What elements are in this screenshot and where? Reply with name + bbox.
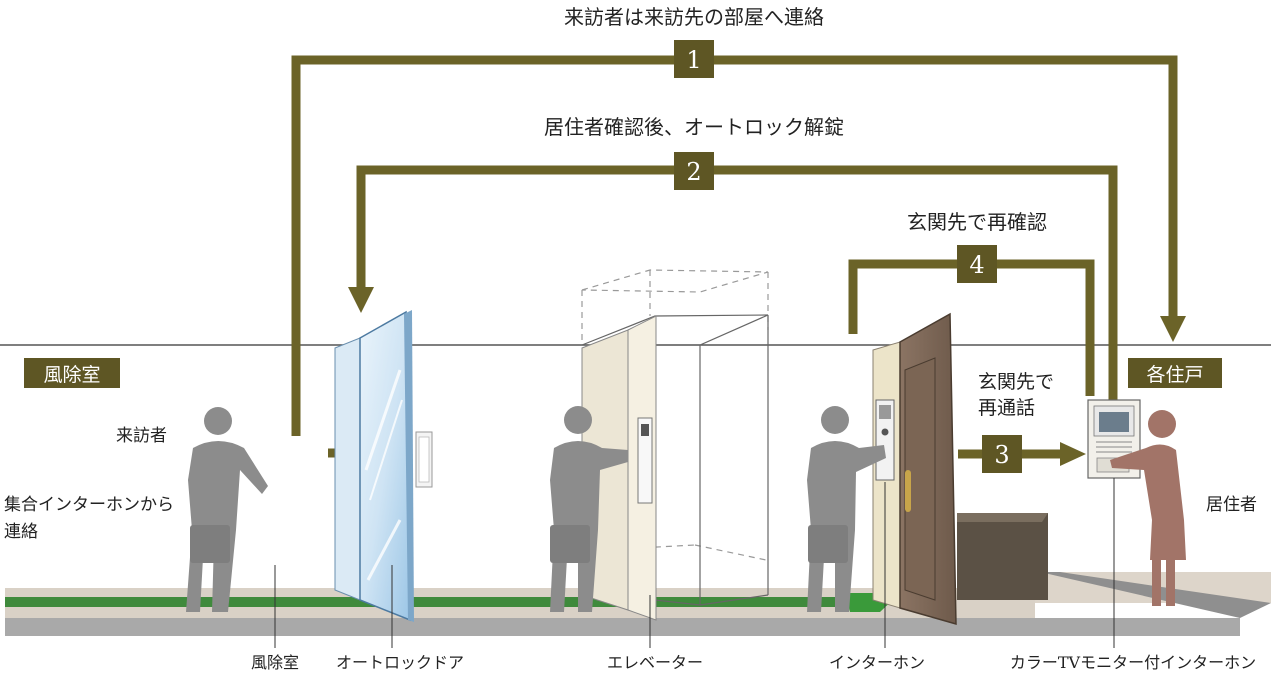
- elevator-visitor-figure: [550, 406, 628, 612]
- step3-label-line2: 再通話: [978, 397, 1035, 419]
- step4-label: 玄関先で再確認: [907, 210, 1047, 234]
- step4-number: 4: [969, 251, 984, 279]
- step1-connector: [291, 55, 1186, 436]
- visitor-label: 来訪者: [116, 426, 167, 446]
- bottom-label-autolock-door: オートロックドア: [336, 653, 464, 672]
- visitor-action-line2: 連絡: [4, 522, 38, 542]
- zone-tag-dwelling-label: 各住戸: [1146, 364, 1203, 386]
- door-handle: [905, 470, 911, 512]
- resident-figure: [1110, 410, 1186, 606]
- resident-label: 居住者: [1206, 495, 1257, 515]
- elevator: [581, 269, 769, 621]
- step2-number: 2: [686, 158, 701, 186]
- bottom-label-intercom: インターホン: [829, 653, 925, 672]
- bottom-label-monitor-intercom: カラーTVモニター付インターホン: [1010, 653, 1256, 672]
- step1-badge: 1: [674, 40, 714, 78]
- step3-badge: 3: [982, 435, 1022, 473]
- step2-connector: [348, 165, 1118, 400]
- callout-leaders: [274, 478, 1115, 648]
- step4-badge: 4: [957, 245, 997, 283]
- zone-tag-vestibule: 風除室: [24, 358, 120, 388]
- autolock-door: [334, 310, 433, 622]
- visitor-action-line1: 集合インターホンから: [4, 495, 174, 515]
- step2-badge: 2: [674, 152, 714, 190]
- step3-number: 3: [994, 441, 1009, 469]
- step1-number: 1: [686, 46, 701, 74]
- door-visitor-figure: [807, 406, 886, 612]
- unit-door: [872, 312, 1048, 625]
- step2-label: 居住者確認後、オートロック解錠: [544, 115, 844, 139]
- zone-tag-dwelling: 各住戸: [1128, 358, 1222, 388]
- elevator-call-panel: [637, 417, 653, 504]
- step1-label: 来訪者は来訪先の部屋へ連絡: [564, 5, 824, 29]
- zone-tag-vestibule-label: 風除室: [43, 364, 100, 386]
- step3-label-line1: 玄関先で: [978, 371, 1054, 393]
- visitor-figure: [186, 407, 268, 612]
- bottom-label-elevator: エレベーター: [607, 653, 703, 672]
- bottom-label-vestibule: 風除室: [251, 653, 299, 672]
